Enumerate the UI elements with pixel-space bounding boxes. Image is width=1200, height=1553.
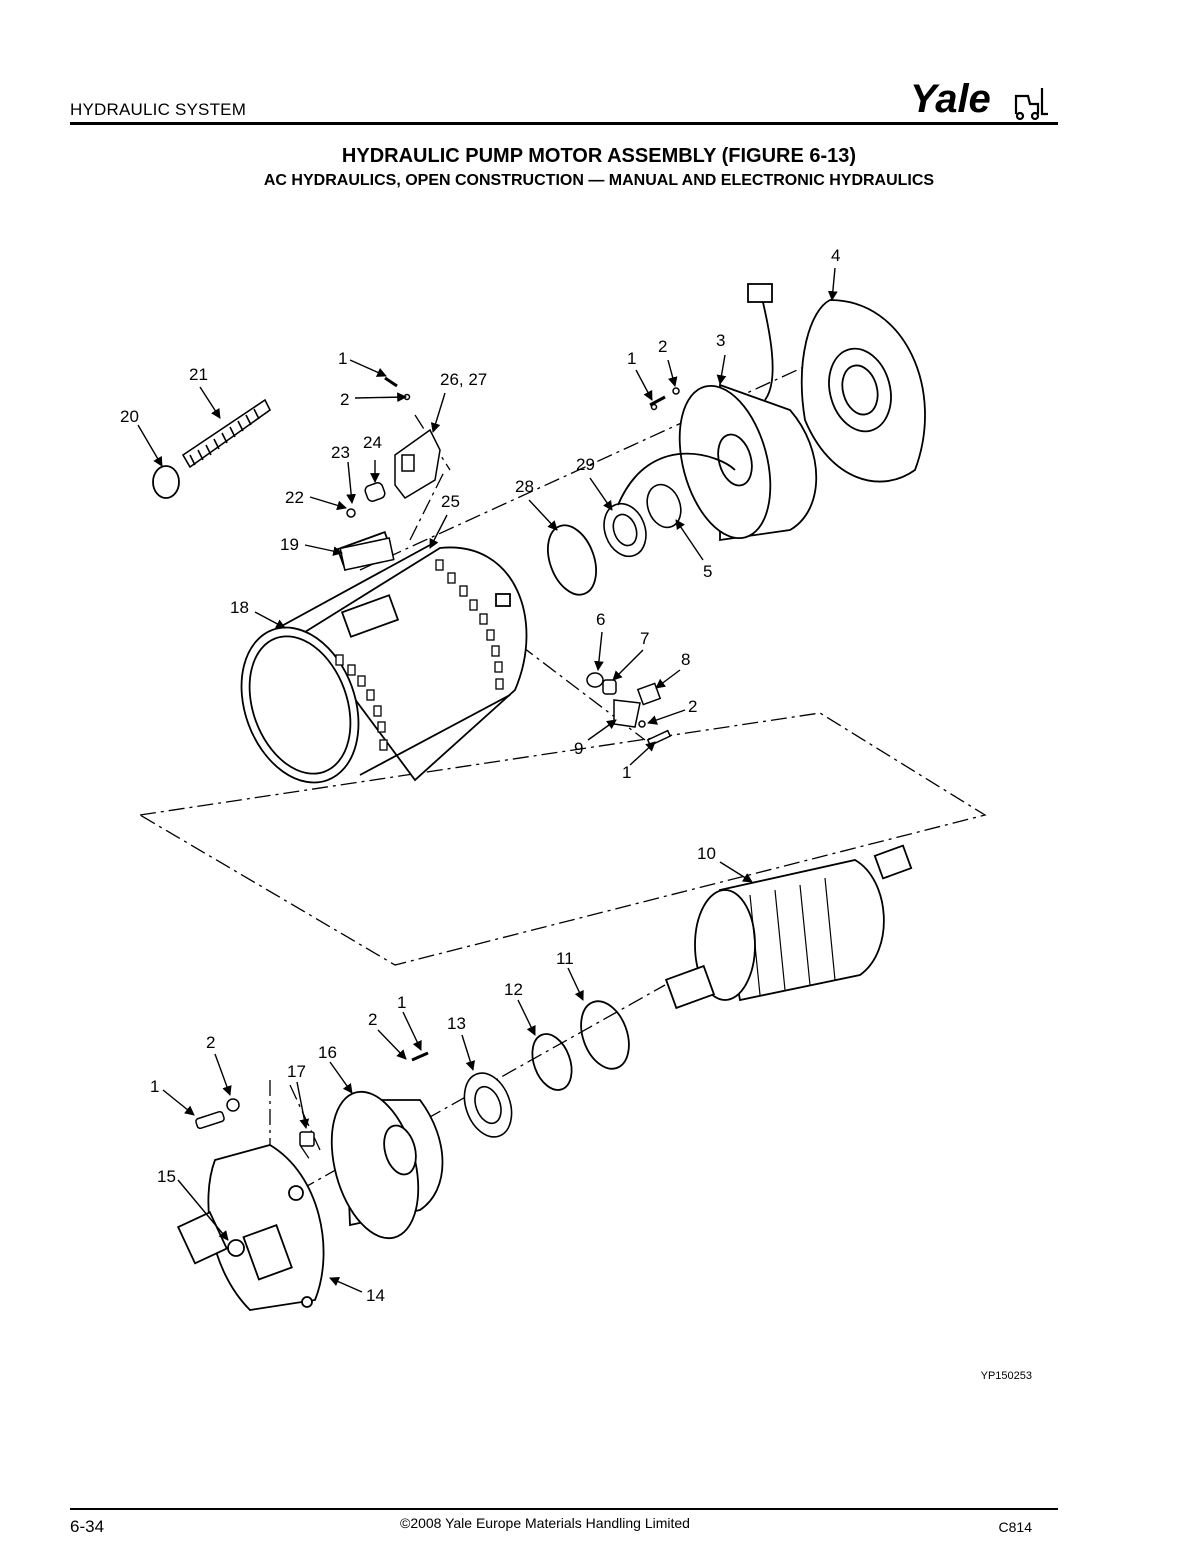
end-plate-part-4 [747, 283, 926, 483]
callout-8: 8 [681, 650, 690, 669]
callout-22: 22 [285, 488, 304, 507]
callout-29: 29 [576, 455, 595, 474]
callout-1: 1 [338, 349, 347, 368]
callout-15: 15 [157, 1167, 176, 1186]
callout-17: 17 [287, 1062, 306, 1081]
forklift-icon [1014, 88, 1048, 121]
page-number: 6-34 [70, 1517, 105, 1536]
retaining-ring-part-11 [580, 1000, 630, 1070]
motor-frame-part-18 [240, 530, 528, 784]
figure-code: YP150253 [980, 1370, 1032, 1382]
o-ring-part-12 [531, 1033, 573, 1091]
callout-7: 7 [640, 629, 649, 648]
callout-26-27: 26, 27 [440, 370, 487, 389]
temperature-switch-parts [346, 376, 441, 518]
o-ring-part-28 [547, 524, 597, 596]
conduit-hose-part-21 [181, 398, 272, 469]
figure-subtitle: AC HYDRAULICS, OPEN CONSTRUCTION — MANUA… [263, 172, 935, 189]
copyright: ©2008 Yale Europe Materials Handling Lim… [400, 1515, 690, 1531]
frame-vent-slots [335, 559, 504, 751]
figure-title: HYDRAULIC PUMP MOTOR ASSEMBLY (FIGURE 6-… [341, 145, 857, 167]
callout-24: 24 [363, 433, 382, 452]
callout-19: 19 [280, 535, 299, 554]
brush-parts [586, 672, 672, 747]
end-shield-part-16 [330, 1090, 444, 1240]
callout-6: 6 [596, 610, 605, 629]
callout-4: 4 [831, 246, 840, 265]
rotor-part-10 [664, 844, 913, 1010]
callout-20: 20 [120, 407, 139, 426]
callout-12: 12 [504, 980, 523, 999]
callout-28: 28 [515, 477, 534, 496]
callout-2: 2 [368, 1010, 377, 1029]
yale-logo: Yale [910, 77, 1048, 121]
callout-1: 1 [622, 763, 631, 782]
header-rule [70, 122, 1058, 125]
callout-3: 3 [716, 331, 725, 350]
callout-21: 21 [189, 365, 208, 384]
document-code: C814 [998, 1519, 1032, 1535]
callout-2: 2 [658, 337, 667, 356]
label-plate-part-19 [339, 537, 395, 571]
callout-1: 1 [150, 1077, 159, 1096]
pump-end-plate-part-14 [176, 1144, 325, 1311]
bearing-part-29 [603, 502, 647, 558]
callout-1: 1 [397, 993, 406, 1012]
callout-10: 10 [697, 844, 716, 863]
callout-9: 9 [574, 739, 583, 758]
callout-5: 5 [703, 562, 712, 581]
fastener-parts [195, 387, 680, 1147]
callout-14: 14 [366, 1286, 385, 1305]
callout-11: 11 [556, 949, 574, 968]
callout-13: 13 [447, 1014, 466, 1033]
callout-18: 18 [230, 598, 249, 617]
callout-2: 2 [340, 390, 349, 409]
snap-ring-part-20 [152, 465, 180, 499]
callout-16: 16 [318, 1043, 337, 1062]
leader-lines [137, 267, 838, 1293]
bearing-part-13 [463, 1072, 513, 1138]
callout-labels: 1 2 26, 27 21 20 23 24 22 25 19 18 1 2 3… [120, 246, 840, 1305]
wave-washer-part-5 [646, 483, 682, 529]
end-shield-part-3 [617, 383, 817, 542]
footer-rule [70, 1508, 1058, 1510]
callout-2: 2 [688, 697, 697, 716]
callout-23: 23 [331, 443, 350, 462]
svg-text:Yale: Yale [910, 77, 991, 121]
assembly-centerlines [138, 354, 987, 1191]
callout-25: 25 [441, 492, 460, 511]
callout-2: 2 [206, 1033, 215, 1052]
section-title: HYDRAULIC SYSTEM [70, 100, 247, 119]
callout-1: 1 [627, 349, 636, 368]
